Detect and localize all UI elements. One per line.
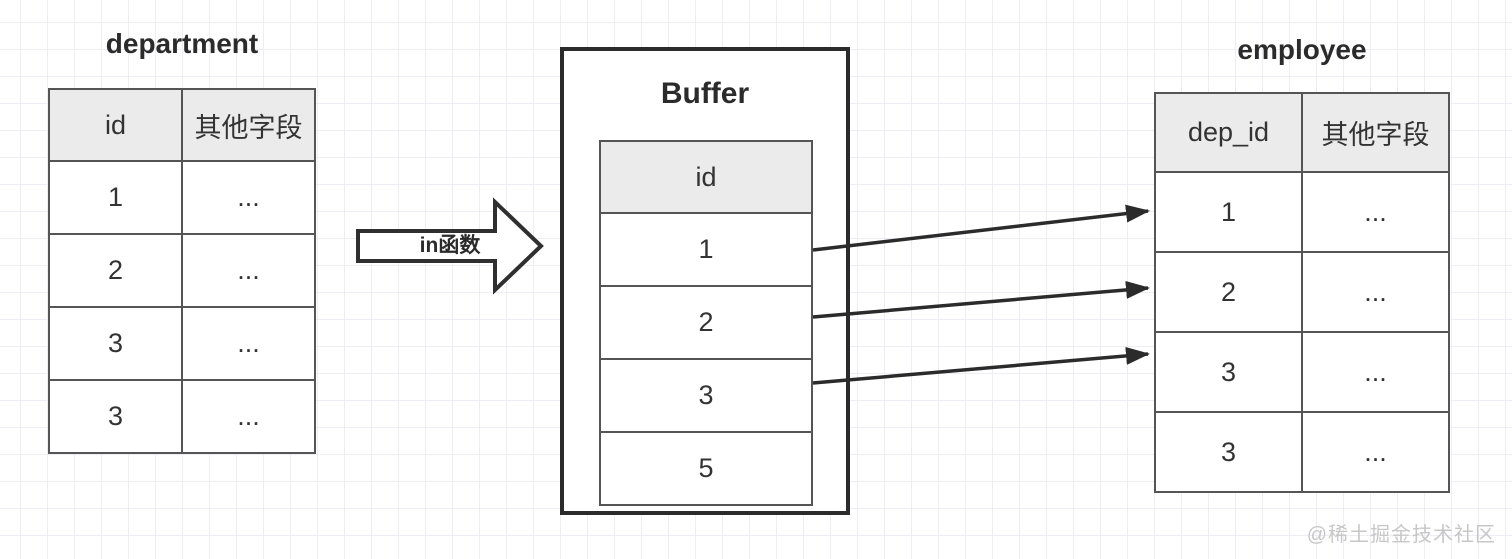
table-row: 2 xyxy=(599,285,813,360)
table-row: 5 xyxy=(599,431,813,506)
table-row: 3 ... xyxy=(48,379,316,454)
cell: 3 xyxy=(48,306,183,381)
table-row: 3 ... xyxy=(1154,411,1450,493)
buffer-col-header-id: id xyxy=(599,140,813,214)
cell: ... xyxy=(181,160,316,235)
cell: 2 xyxy=(48,233,183,308)
department-table: id 其他字段 1 ... 2 ... 3 ... 3 ... xyxy=(48,88,316,454)
department-header-row: id 其他字段 xyxy=(48,88,316,162)
employee-col-header-other: 其他字段 xyxy=(1301,92,1450,173)
connector-arrow-buffer2-to-employee2 xyxy=(812,280,1150,319)
cell: 1 xyxy=(599,212,813,287)
cell: 3 xyxy=(1154,331,1303,413)
buffer-container-box: Buffer id 1 2 3 5 xyxy=(560,47,850,515)
cell: ... xyxy=(181,306,316,381)
connector-arrow-buffer1-to-employee1 xyxy=(812,204,1150,252)
cell: ... xyxy=(1301,411,1450,493)
employee-table: dep_id 其他字段 1 ... 2 ... 3 ... 3 ... xyxy=(1154,92,1450,493)
table-row: 1 ... xyxy=(1154,171,1450,253)
cell: 1 xyxy=(48,160,183,235)
cell: 2 xyxy=(1154,251,1303,333)
employee-header-row: dep_id 其他字段 xyxy=(1154,92,1450,173)
table-row: 3 xyxy=(599,358,813,433)
table-row: 1 xyxy=(599,212,813,287)
department-table-title: department xyxy=(105,28,259,59)
table-row: 3 ... xyxy=(48,306,316,381)
table-row: 2 ... xyxy=(1154,251,1450,333)
buffer-table: id 1 2 3 5 xyxy=(599,140,813,506)
watermark-text: @稀土掘金技术社区 xyxy=(1306,524,1496,546)
buffer-header-row: id xyxy=(599,140,813,214)
cell: 5 xyxy=(599,431,813,506)
cell: ... xyxy=(181,379,316,454)
department-col-header-other: 其他字段 xyxy=(181,88,316,162)
table-row: 1 ... xyxy=(48,160,316,235)
cell: 1 xyxy=(1154,171,1303,253)
in-function-arrow-label: in函数 xyxy=(419,234,481,257)
cell: 3 xyxy=(599,358,813,433)
table-row: 3 ... xyxy=(1154,331,1450,413)
department-col-header-id: id xyxy=(48,88,183,162)
buffer-title: Buffer xyxy=(660,77,750,110)
table-row: 2 ... xyxy=(48,233,316,308)
cell: 3 xyxy=(1154,411,1303,493)
cell: ... xyxy=(1301,251,1450,333)
cell: 3 xyxy=(48,379,183,454)
cell: ... xyxy=(181,233,316,308)
cell: ... xyxy=(1301,331,1450,413)
cell: 2 xyxy=(599,285,813,360)
employee-table-title: employee xyxy=(1237,34,1367,65)
connector-arrow-buffer3-to-employee3 xyxy=(812,346,1150,385)
cell: ... xyxy=(1301,171,1450,253)
employee-col-header-dep-id: dep_id xyxy=(1154,92,1303,173)
